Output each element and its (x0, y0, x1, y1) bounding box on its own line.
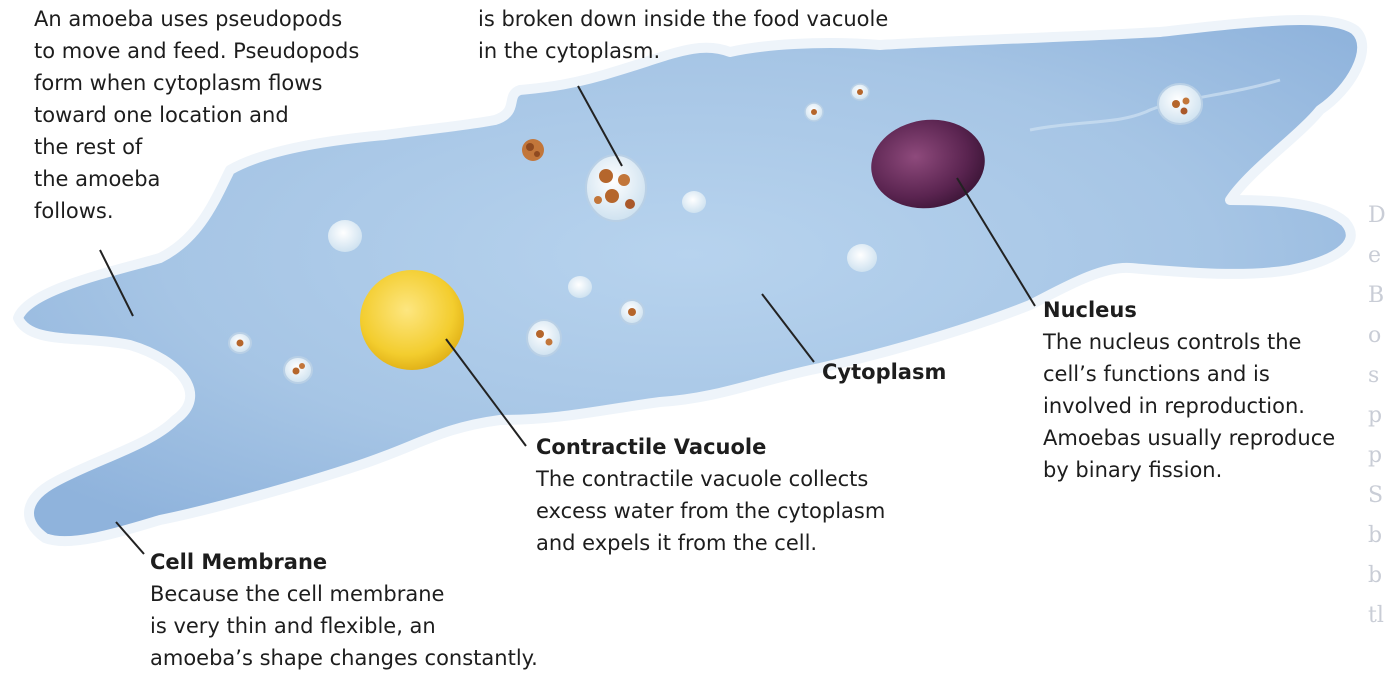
food-vacuole-main (586, 155, 646, 221)
nucleus-text-line: cell’s functions and is (1043, 358, 1335, 390)
pseudopods-text-line: toward one location and (34, 99, 359, 131)
pseudopods-text-line: the rest of (34, 131, 359, 163)
nucleus-text-line: involved in reproduction. (1043, 390, 1335, 422)
contractile-vacuole-text-line: and expels it from the cell. (536, 527, 885, 559)
nucleus-title: Nucleus (1043, 294, 1335, 326)
food-vacuole-text-line: in the cytoplasm. (478, 35, 888, 67)
contractile-vacuole-title: Contractile Vacuole (536, 431, 885, 463)
contractile-vacuole-label: Contractile Vacuole The contractile vacu… (536, 431, 885, 559)
food-vacuole-label: is broken down inside the food vacuole i… (478, 3, 888, 67)
pseudopods-text-line: form when cytoplasm flows (34, 67, 359, 99)
cell-membrane-text-line: amoeba’s shape changes constantly. (150, 642, 538, 674)
food-vacuole-text-line: is broken down inside the food vacuole (478, 3, 888, 35)
vacuole-bubble (682, 191, 706, 213)
nucleus-text-line: Amoebas usually reproduce (1043, 422, 1335, 454)
food-particle-engulfed (522, 139, 544, 161)
cell-membrane-text-line: Because the cell membrane (150, 578, 538, 610)
nucleus-label: Nucleus The nucleus controls the cell’s … (1043, 294, 1335, 486)
food-vacuole-small-4 (805, 103, 823, 121)
nucleus-text-line: by binary fission. (1043, 454, 1335, 486)
pseudopods-text-line: An amoeba uses pseudopods (34, 3, 359, 35)
pseudopods-label: An amoeba uses pseudopods to move and fe… (34, 3, 359, 227)
cell-membrane-text-line: is very thin and flexible, an (150, 610, 538, 642)
pseudopods-text-line: follows. (34, 195, 359, 227)
nucleus-text-line: The nucleus controls the (1043, 326, 1335, 358)
contractile-vacuole-shape (360, 270, 464, 370)
food-vacuole-upper-right (1158, 84, 1202, 124)
food-vacuole-small-5 (851, 84, 869, 100)
cytoplasm-title: Cytoplasm (822, 356, 946, 388)
vacuole-bubble (847, 244, 877, 272)
bleed-through-text: DeBosppSbbtl (1368, 196, 1386, 636)
contractile-vacuole-text-line: The contractile vacuole collects (536, 463, 885, 495)
pseudopods-text-line: to move and feed. Pseudopods (34, 35, 359, 67)
contractile-vacuole-text-line: excess water from the cytoplasm (536, 495, 885, 527)
cell-membrane-title: Cell Membrane (150, 546, 538, 578)
vacuole-bubble (568, 276, 592, 298)
cell-membrane-label: Cell Membrane Because the cell membrane … (150, 546, 538, 674)
pseudopods-text-line: the amoeba (34, 163, 359, 195)
food-vacuole-small-2 (284, 357, 312, 383)
food-vacuole-small-1 (620, 300, 644, 324)
cytoplasm-label: Cytoplasm (822, 356, 946, 388)
food-vacuole-center (527, 320, 561, 356)
food-vacuole-small-3 (229, 333, 251, 353)
